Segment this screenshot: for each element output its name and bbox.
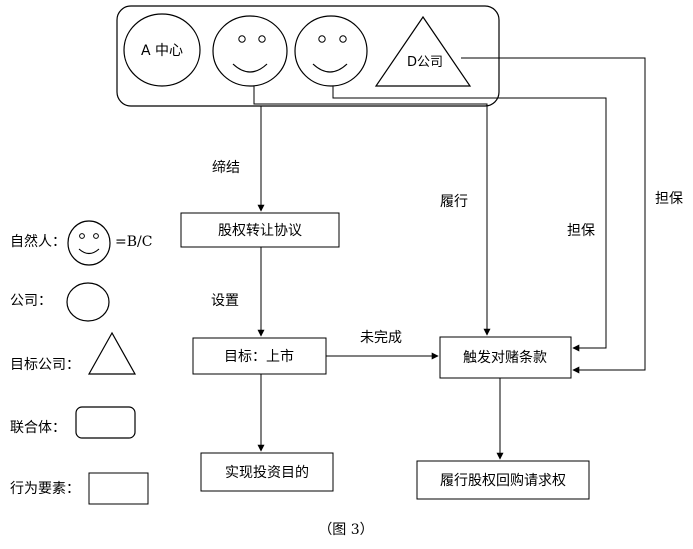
guarantee-outer-arrow: [461, 57, 646, 374]
perform-label: 履行: [440, 194, 468, 210]
legend-action-rect: [88, 472, 149, 505]
guarantee-inner-arrow: [332, 86, 607, 352]
legend-company-ellipse: [66, 282, 110, 322]
d-company-label: D公司: [407, 55, 443, 70]
legend: 自然人： =B/C 公司： 目标公司： 联合体： 行为要素：: [10, 220, 152, 505]
d-company-triangle: [374, 15, 472, 87]
perform-arrow: [253, 86, 491, 336]
figure-caption: （图 3）: [318, 522, 373, 538]
smiley-face-icon: [294, 15, 368, 87]
legend-target-company-label: 目标公司：: [10, 357, 80, 373]
consortium-group: [116, 5, 500, 107]
smiley-face-icon: [212, 15, 288, 87]
set-label: 设置: [211, 293, 239, 309]
legend-action-label: 行为要素：: [10, 481, 80, 497]
legend-natural-person-label: 自然人：: [10, 233, 66, 250]
guarantee-inner-label: 担保: [567, 223, 595, 239]
equity-agreement-box: [180, 212, 340, 248]
legend-consortium-label: 联合体：: [10, 420, 66, 436]
legend-company-label: 公司：: [10, 293, 52, 309]
investment-goal-label: 实现投资目的: [225, 465, 309, 481]
goal-listing-label: 目标：上市: [224, 348, 294, 365]
trigger-clause-label: 触发对赌条款: [463, 349, 547, 366]
legend-target-triangle: [87, 331, 137, 375]
buyback-claim-box: [416, 460, 590, 500]
sign-label: 缔结: [212, 159, 240, 176]
a-center-ellipse: [123, 13, 201, 87]
equity-agreement-label: 股权转让协议: [218, 223, 302, 239]
guarantee-outer-label: 担保: [655, 191, 683, 207]
legend-consortium-rect: [75, 406, 136, 439]
buyback-claim-label: 履行股权回购请求权: [440, 473, 566, 489]
legend-natural-person-value: =B/C: [115, 234, 152, 250]
not-complete-label: 未完成: [360, 330, 402, 346]
investment-goal-box: [200, 452, 334, 492]
trigger-clause-box: [439, 336, 572, 379]
legend-smiley-icon: [67, 220, 111, 266]
a-center-label: A 中心: [141, 43, 183, 59]
